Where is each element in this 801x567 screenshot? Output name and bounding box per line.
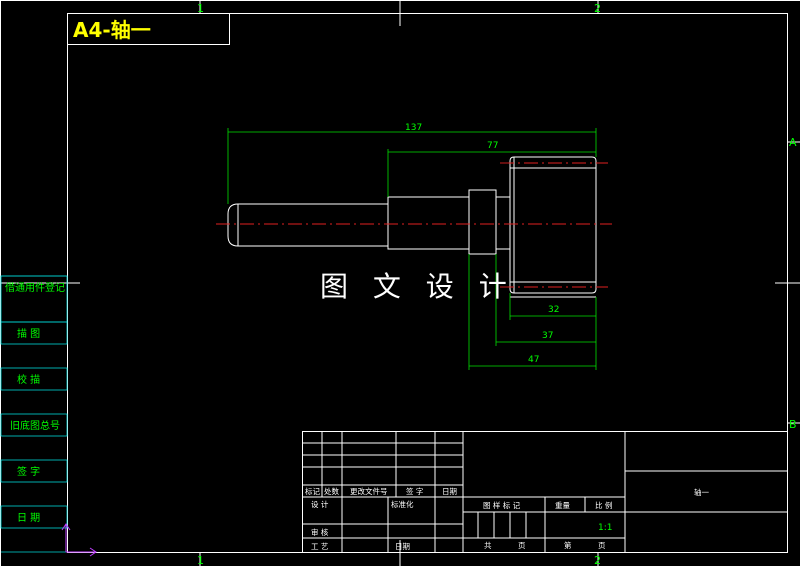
drawing-title: A4-轴一 xyxy=(73,18,151,42)
dim-137: 137 xyxy=(405,123,422,133)
tb-biaozhunhua: 标准化 xyxy=(391,499,414,509)
tb-shenhe: 审 核 xyxy=(311,527,329,537)
dim-32: 32 xyxy=(548,305,559,315)
tb-bili: 比 例 xyxy=(595,500,612,510)
tb-gongyi: 工 艺 xyxy=(311,542,328,551)
side-item-0: 借通用件登记 xyxy=(5,281,65,294)
tb-qianzi: 签 字 xyxy=(406,486,423,496)
tb-ye1: 页 xyxy=(518,541,526,550)
tb-riqi2: 日期 xyxy=(395,542,410,551)
tb-part-name: 轴一 xyxy=(694,487,709,497)
dim-47: 47 xyxy=(528,355,539,365)
tb-scale-value: 1:1 xyxy=(598,523,612,533)
center-lines xyxy=(216,162,612,288)
ucs-icon xyxy=(61,523,97,557)
side-panel xyxy=(0,275,68,553)
zone-label-b: B xyxy=(789,418,797,431)
tb-riqi: 日期 xyxy=(442,487,457,496)
side-item-4: 签 字 xyxy=(17,465,40,478)
zone-label-top-2: 2 xyxy=(594,2,601,15)
tb-zhongliang: 重量 xyxy=(555,501,570,510)
tb-ye2: 页 xyxy=(598,541,606,550)
dim-77: 77 xyxy=(487,141,498,151)
watermark: 图 文 设 计 xyxy=(320,270,515,303)
tb-tuyang: 图 样 标 记 xyxy=(483,500,521,510)
side-item-3: 旧底图总号 xyxy=(10,419,60,432)
shaft-outline xyxy=(227,156,597,298)
tb-sheji: 设 计 xyxy=(311,499,329,509)
zone-label-bottom-1: 1 xyxy=(197,554,204,567)
title-block-grid xyxy=(302,431,788,553)
tb-gong: 共 xyxy=(484,541,492,550)
tb-chushu: 处数 xyxy=(324,486,339,496)
tb-wenjian: 更改文件号 xyxy=(350,486,388,496)
zone-label-top-1: 1 xyxy=(197,2,204,15)
dimension-lines xyxy=(227,128,597,370)
zone-label-bottom-2: 2 xyxy=(594,554,601,567)
tb-di: 第 xyxy=(564,540,572,550)
title-box xyxy=(67,13,230,45)
tb-biaoji: 标记 xyxy=(305,486,320,496)
side-item-1: 描 图 xyxy=(17,327,40,340)
side-item-2: 校 描 xyxy=(17,373,40,386)
dim-37: 37 xyxy=(542,331,553,341)
side-item-5: 日 期 xyxy=(17,512,40,524)
zone-label-a: A xyxy=(789,136,797,149)
